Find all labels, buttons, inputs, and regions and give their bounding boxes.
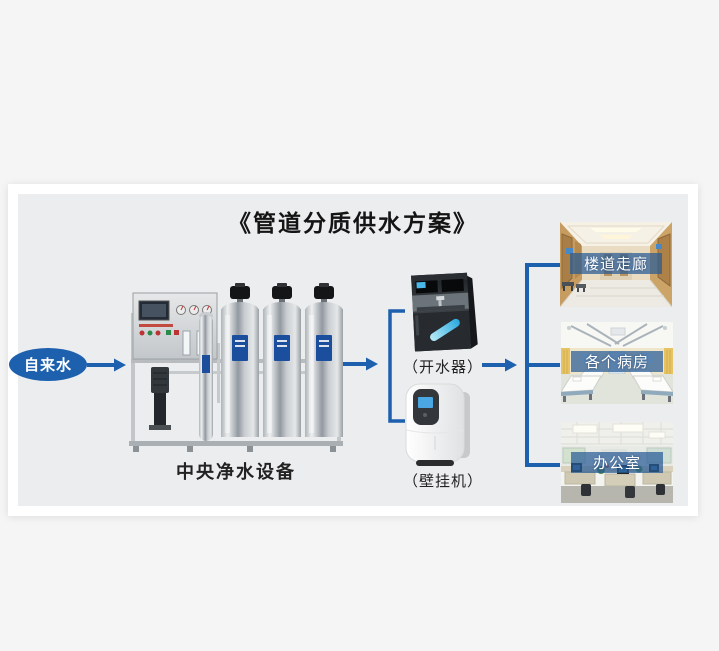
central-equipment-label: 中央净水设备 [176,462,296,483]
water-boiler-label: （开水器） [402,358,483,376]
diagram-title: 《管道分质供水方案》 [228,211,478,237]
water-boiler-photo [411,272,478,352]
destination-label-office: 办公室 [571,452,663,473]
tap-water-node: 自来水 [9,348,87,381]
wall-unit-label: （壁挂机） [402,472,483,490]
tap-water-label: 自来水 [23,356,72,374]
wall-unit-photo [405,383,470,466]
destination-label-corridor: 楼道走廊 [570,253,662,274]
destination-photo-wards: 各个病房 [561,322,673,404]
destination-photo-corridor: 楼道走廊 [560,222,672,307]
destination-photo-office: 办公室 [561,422,673,503]
diagram-card: 《管道分质供水方案》 自来水 [8,184,698,516]
destination-label-wards: 各个病房 [571,351,663,372]
central-equipment-photo [129,283,343,452]
